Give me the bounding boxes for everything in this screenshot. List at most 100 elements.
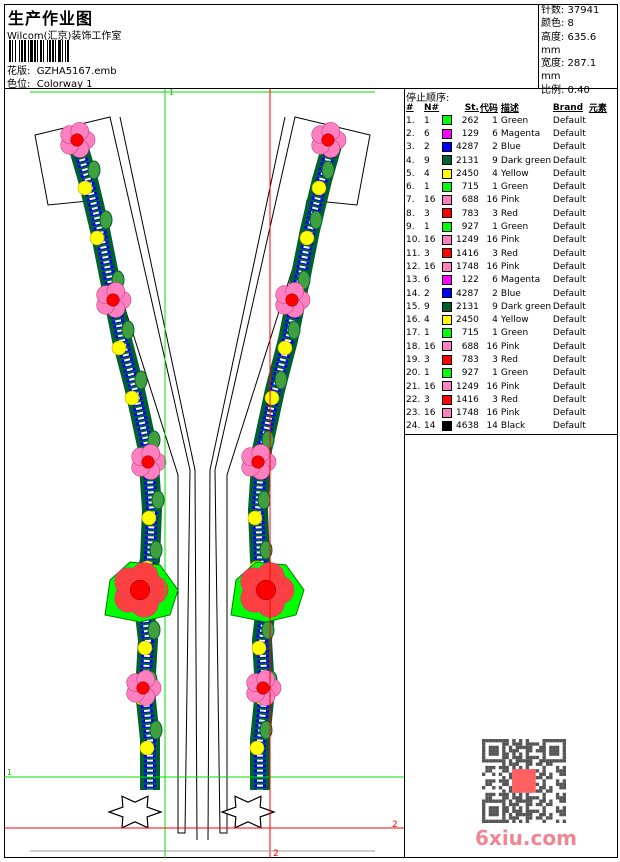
color-swatch [442,221,452,232]
color-swatch [442,314,452,325]
qr-module [535,789,540,793]
color-swatch [442,394,452,405]
qr-module [518,765,523,770]
qr-module [525,752,530,756]
qr-module [542,819,546,823]
row-brand: Default [552,354,586,365]
barcode-bar [28,40,29,62]
row-stitches: 1416 [456,394,479,405]
yellow-motif [299,230,315,246]
barcode-bar [42,40,43,62]
qr-module [532,755,536,760]
row-stitches: 783 [461,354,479,365]
barcode-bar [20,40,21,62]
row-needle: 2 [424,288,430,299]
qr-module [539,749,543,753]
row-brand: Default [552,408,586,419]
qr-module [549,772,553,776]
qr-module [508,802,513,807]
row-needle: 16 [424,195,436,206]
color-swatch [442,301,452,312]
qr-module [529,802,533,807]
row-stitches: 2131 [456,301,479,312]
qr-module [488,796,493,800]
qr-module [542,739,546,743]
qr-module [542,769,546,773]
row-stitches: 1416 [456,248,479,259]
row-element [589,407,615,420]
qr-module [542,765,546,770]
qr-module [529,812,533,817]
row-element [589,327,615,340]
qr-module [562,806,566,810]
qr-module [492,752,496,756]
qr-module [502,739,506,743]
row-brand: Default [552,315,586,326]
qr-module [508,786,513,790]
row-description: Dark green [500,155,552,166]
qr-module [539,786,543,790]
qr-module [529,759,533,763]
row-code: 16 [486,195,498,206]
row-element [589,167,615,180]
barcode-bar [30,40,33,62]
qr-module [495,819,499,823]
black-outline-motif [107,795,163,829]
row-stitches: 1748 [456,261,479,272]
qr-module [502,789,506,793]
qr-module [508,812,513,817]
qr-module [555,749,560,753]
qr-module [559,812,563,817]
row-needle: 9 [424,155,430,166]
row-description: Green [500,182,529,193]
qr-module [518,759,523,763]
row-description: Green [500,368,529,379]
qr-module [482,816,486,820]
qr-module [542,809,546,813]
qr-module [545,759,550,763]
qr-module [495,749,499,753]
row-element [589,247,615,260]
qr-module [505,819,509,823]
row-stitches: 2131 [456,155,479,166]
qr-module [505,765,509,770]
flower-center [285,293,299,307]
qr-module [562,782,566,787]
color-swatch-cell [442,234,456,247]
qr-module [512,796,516,800]
qr-module [502,755,506,760]
row-code: 16 [486,341,498,352]
qr-module [512,792,516,797]
qr-module [505,769,509,773]
row-needle: 1 [424,222,430,233]
qr-module [539,759,543,763]
qr-module [555,796,560,800]
qr-module [525,806,530,810]
qr-module [505,796,509,800]
qr-module [532,809,536,813]
color-swatch [442,261,452,272]
qr-module [555,759,560,763]
row-element [589,367,615,380]
row-element [589,340,615,353]
qr-module [562,786,566,790]
qr-module [492,809,496,813]
qr-module [498,779,503,783]
row-element [589,353,615,366]
row-brand: Default [552,288,586,299]
leaf-motif [321,160,335,180]
row-brand: Default [552,128,586,139]
row-stitches: 129 [461,128,479,139]
barcode-bar [13,40,15,62]
qr-module [485,799,489,803]
row-code: 1 [492,222,498,233]
qr-module [539,745,543,750]
barcode-bar [11,40,12,62]
qr-module [539,802,543,807]
qr-module [545,802,550,807]
qr-module [512,752,516,756]
row-index: 3. [406,142,415,153]
row-brand: Default [552,368,586,379]
